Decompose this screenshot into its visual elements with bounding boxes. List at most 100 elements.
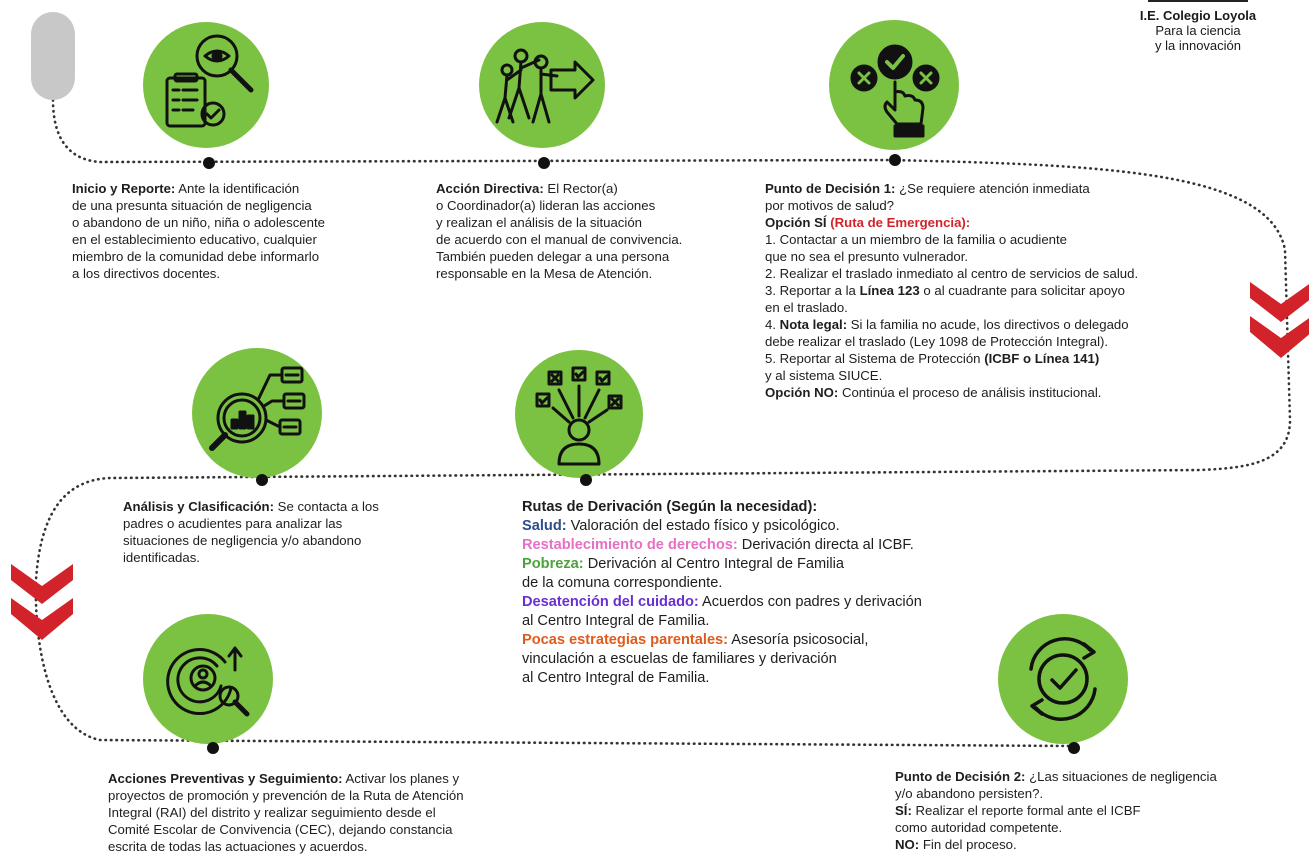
step4-line: identificadas. <box>123 550 200 565</box>
school-header: I.E. Colegio Loyola Para la ciencia y la… <box>1123 8 1273 53</box>
step7-circle <box>998 614 1128 744</box>
cycle-check-icon <box>1029 637 1097 721</box>
analysis-magnifier-icon <box>209 366 306 451</box>
step2-line: de acuerdo con el manual de convivencia. <box>436 232 683 247</box>
start-pill <box>31 12 75 100</box>
step3-line: Continúa el proceso de análisis instituc… <box>841 385 1102 400</box>
step1-line: miembro de la comunidad debe informarlo <box>72 249 320 264</box>
restablecimiento-label: Restablecimiento de derechos: <box>522 537 738 553</box>
salud-label: Salud: <box>522 518 567 534</box>
step5-line: Derivación al Centro Integral de Familia <box>587 556 845 572</box>
step2-line: responsable en la Mesa de Atención. <box>436 266 653 281</box>
line-123: Línea 123 <box>859 283 920 298</box>
step7-dot <box>1068 742 1080 754</box>
report-magnifier-icon <box>165 34 254 128</box>
step6-dot <box>207 742 219 754</box>
step6-line: escrita de todas las actuaciones y acuer… <box>108 839 368 854</box>
pocas-estrategias-label: Pocas estrategias parentales: <box>522 632 729 648</box>
step6-title: Acciones Preventivas y Seguimiento: <box>108 771 343 786</box>
step5-line: Acuerdos con padres y derivación <box>702 594 922 610</box>
step3-line: 3. Reportar a la <box>765 283 856 298</box>
step4-line: Se contacta a los <box>277 499 379 514</box>
step5-line: Valoración del estado físico y psicológi… <box>570 518 840 534</box>
chevron-down-icon <box>1250 282 1309 358</box>
pobreza-label: Pobreza: <box>522 556 584 572</box>
option-no-label: NO: <box>895 837 920 852</box>
step3-line: debe realizar el traslado (Ley 1098 de P… <box>765 334 1109 349</box>
prevention-target-icon <box>166 646 250 717</box>
step3-line: o al cuadrante para solicitar apoyo <box>923 283 1125 298</box>
step2-title: Acción Directiva: <box>436 181 544 196</box>
step5-line: al Centro Integral de Familia. <box>522 670 710 686</box>
step4-dot <box>256 474 268 486</box>
step7-line: y/o abandono persisten?. <box>895 786 1044 801</box>
legal-note-label: Nota legal: <box>779 317 848 332</box>
step5-title: Rutas de Derivación (Según la necesidad)… <box>522 499 818 515</box>
step5-line: al Centro Integral de Familia. <box>522 613 710 629</box>
step3-line: 1. Contactar a un miembro de la familia … <box>765 232 1068 247</box>
school-name: I.E. Colegio Loyola <box>1139 8 1257 23</box>
step7-line: como autoridad competente. <box>895 820 1063 835</box>
step4-title: Análisis y Clasificación: <box>123 499 274 514</box>
option-si-label: Opción SÍ <box>765 215 827 230</box>
step3-text: Punto de Decisión 1: ¿Se requiere atenci… <box>765 180 1138 401</box>
option-si-label: SÍ: <box>895 803 912 818</box>
step3-line: 2. Realizar el traslado inmediato al cen… <box>765 266 1139 281</box>
step2-line: El Rector(a) <box>547 181 618 196</box>
step3-circle <box>829 20 959 150</box>
step1-line: o abandono de un niño, niña o adolescent… <box>72 215 325 230</box>
school-tagline-1: Para la ciencia <box>1155 23 1241 38</box>
step4-line: situaciones de negligencia y/o abandono <box>123 533 362 548</box>
desatencion-label: Desatención del cuidado: <box>522 594 699 610</box>
step5-line: vinculación a escuelas de familiares y d… <box>522 651 837 667</box>
step1-dot <box>203 157 215 169</box>
step4-line: padres o acudientes para analizar las <box>123 516 343 531</box>
step5-dot <box>580 474 592 486</box>
step1-line: de una presunta situación de negligencia <box>72 198 312 213</box>
step1-line: a los directivos docentes. <box>72 266 221 281</box>
step1-text: Inicio y Reporte: Ante la identificación… <box>72 180 325 282</box>
step1-title: Inicio y Reporte: <box>72 181 176 196</box>
step2-dot <box>538 157 550 169</box>
step7-line: ¿Las situaciones de negligencia <box>1029 769 1217 784</box>
emergency-route-label: (Ruta de Emergencia): <box>830 215 971 230</box>
step6-circle <box>143 614 273 744</box>
step1-line: Ante la identificación <box>178 181 300 196</box>
step3-line: 5. Reportar al Sistema de Protección <box>765 351 981 366</box>
step5-line: Asesoría psicosocial, <box>731 632 869 648</box>
step6-text: Acciones Preventivas y Seguimiento: Acti… <box>108 770 464 855</box>
step7-line: Fin del proceso. <box>922 837 1017 852</box>
step2-line: y realizan el análisis de la situación <box>436 215 642 230</box>
step5-line: de la comuna correspondiente. <box>522 575 723 591</box>
icbf-line-141: (ICBF o Línea 141) <box>984 351 1100 366</box>
option-no-label: Opción NO: <box>765 385 839 400</box>
step5-text: Rutas de Derivación (Según la necesidad)… <box>522 498 922 688</box>
step1-line: en el establecimiento educativo, cualqui… <box>72 232 317 247</box>
step3-line: Si la familia no acude, los directivos o… <box>850 317 1129 332</box>
step4-text: Análisis y Clasificación: Se contacta a … <box>123 498 379 566</box>
derivation-person-icon <box>535 366 623 466</box>
step7-title: Punto de Decisión 2: <box>895 769 1026 784</box>
step3-line: en el traslado. <box>765 300 848 315</box>
step6-line: Activar los planes y <box>345 771 460 786</box>
step1-circle <box>143 22 269 148</box>
step3-dot <box>889 154 901 166</box>
leadership-arrow-icon <box>495 48 595 124</box>
chevron-down-icon <box>11 564 73 640</box>
step3-line: por motivos de salud? <box>765 198 895 213</box>
step2-line: También pueden delegar a una persona <box>436 249 670 264</box>
step2-line: o Coordinador(a) lideran las acciones <box>436 198 656 213</box>
step4-circle <box>192 348 322 478</box>
step5-line: Derivación directa al ICBF. <box>741 537 914 553</box>
step2-circle <box>479 22 605 148</box>
step6-line: Integral (RAI) del distrito y realizar s… <box>108 805 436 820</box>
step3-title: Punto de Decisión 1: <box>765 181 896 196</box>
step3-line: ¿Se requiere atención inmediata <box>899 181 1090 196</box>
step2-text: Acción Directiva: El Rector(a) o Coordin… <box>436 180 682 282</box>
header-rule <box>1148 0 1248 2</box>
school-tagline-2: y la innovación <box>1155 38 1241 53</box>
step7-line: Realizar el reporte formal ante el ICBF <box>915 803 1141 818</box>
step3-line: que no sea el presunto vulnerador. <box>765 249 969 264</box>
step3-line: 4. <box>765 317 776 332</box>
step7-text: Punto de Decisión 2: ¿Las situaciones de… <box>895 768 1217 853</box>
